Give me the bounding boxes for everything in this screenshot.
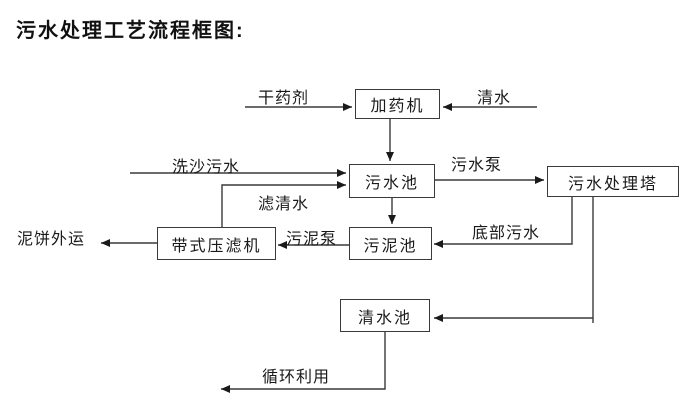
- node-sewage-pool: 污水池: [349, 164, 435, 198]
- flow-label-mud-cake-outbound: 泥饼外运: [17, 231, 86, 248]
- arrow-bottom-sewage: [434, 197, 573, 248]
- flow-label-sludge-pump: 污泥泵: [286, 231, 338, 248]
- node-sludge-pool: 污泥池: [349, 227, 432, 260]
- flow-label-filtered-water: 滤清水: [258, 196, 310, 213]
- flow-label-dry-chemical: 干药剂: [258, 90, 310, 107]
- flow-label-sand-washing-sewage: 洗沙污水: [172, 159, 241, 176]
- flow-label-bottom-sewage: 底部污水: [472, 225, 541, 242]
- node-belt-filter-press: 带式压滤机: [157, 227, 276, 260]
- page-title: 污水处理工艺流程框图:: [16, 20, 245, 42]
- arrow-recycling: [221, 332, 386, 393]
- flow-label-sewage-pump: 污水泵: [451, 157, 503, 174]
- node-sewage-treatment-tower: 污水处理塔: [547, 166, 679, 197]
- node-clean-water-pool: 清水池: [340, 299, 430, 332]
- flow-label-clean-water-in: 清水: [477, 90, 512, 107]
- arrow-filtered-water: [221, 181, 346, 227]
- flow-label-recycling: 循环利用: [262, 369, 331, 386]
- node-dosing-machine: 加药机: [355, 89, 440, 119]
